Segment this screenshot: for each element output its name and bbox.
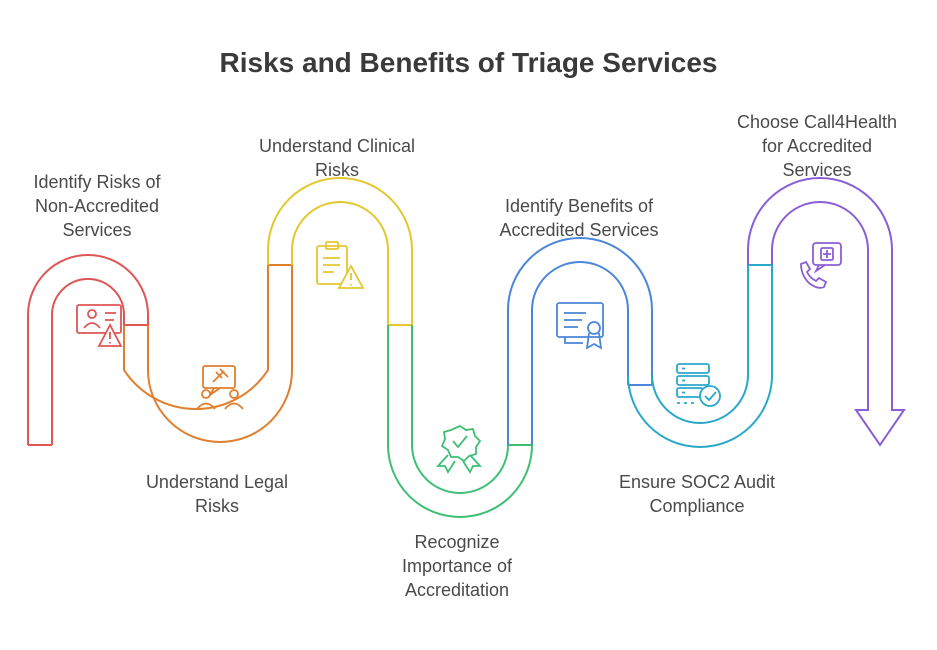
step-label-6: Ensure SOC2 Audit Compliance: [618, 472, 776, 516]
road-segment-5: [507, 237, 653, 445]
step-label-5: Identify Benefits of Accredited Services: [499, 196, 659, 240]
legal-advice-people-icon: [196, 365, 244, 410]
road-segment-2: [123, 264, 293, 443]
road-segment-7: [747, 177, 906, 447]
road-segment-3: [267, 177, 413, 326]
server-check-icon: [676, 363, 721, 407]
road-segment-6: [627, 264, 773, 448]
id-card-warning-icon: [76, 304, 123, 347]
step-label-2: Understand Legal Risks: [145, 472, 289, 516]
step-label-3: Understand Clinical Risks: [258, 136, 416, 180]
certificate-icon: [556, 302, 604, 350]
road-segment-4: [387, 325, 533, 518]
award-badge-check-icon: [435, 424, 483, 474]
road-segment-1: [27, 254, 149, 446]
clipboard-warning-icon: [316, 241, 365, 289]
step-label-1: Identify Risks of Non-Accredited Service…: [33, 172, 161, 240]
phone-medical-chat-icon: [800, 242, 842, 289]
diagram-title: Risks and Benefits of Triage Services: [219, 47, 718, 78]
step-label-4: Recognize Importance of Accreditation: [401, 532, 513, 600]
step-label-7: Choose Call4Health for Accredited Servic…: [736, 112, 898, 180]
